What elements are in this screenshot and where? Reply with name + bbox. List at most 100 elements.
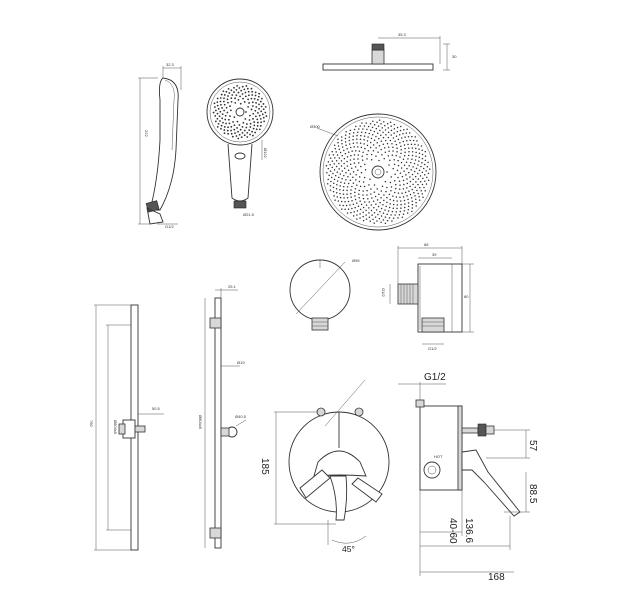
nozzle-dot (331, 160, 334, 162)
nozzle-dot (338, 162, 340, 165)
nozzle-dot (264, 111, 267, 114)
nozzle-dot (421, 183, 424, 186)
nozzle-dot (427, 161, 429, 164)
nozzle-dot (248, 129, 251, 132)
nozzle-dot (259, 117, 262, 120)
nozzle-dot (235, 94, 238, 97)
nozzle-dot (384, 209, 386, 211)
nozzle-dot (247, 90, 250, 93)
nozzle-dot (427, 179, 430, 181)
nozzle-dot (379, 201, 381, 204)
rail-bar-dims-label-left: Ø804x5 (113, 420, 118, 435)
nozzle-dot (249, 126, 252, 128)
nozzle-dot (227, 118, 230, 121)
nozzle-dot (357, 154, 359, 156)
nozzle-dot (380, 221, 382, 224)
nozzle-dot (373, 206, 375, 209)
slide-rail-front-view: 760 Ø804x5 50.5 (89, 304, 164, 551)
nozzle-dot (262, 108, 265, 111)
nozzle-dot (395, 183, 397, 186)
nozzle-dot (225, 90, 228, 93)
nozzle-dot (363, 139, 365, 141)
valve-inlet-label: G1/2 (424, 372, 446, 383)
nozzle-dot (386, 196, 388, 199)
nozzle-dot (358, 189, 360, 192)
nozzle-dot (369, 220, 372, 223)
nozzle-dot (216, 125, 219, 128)
nozzle-dot (241, 131, 244, 134)
nozzle-dot (226, 129, 229, 132)
nozzle-dot (223, 132, 226, 135)
nozzle-dot (230, 100, 233, 103)
nozzle-dot (418, 148, 420, 150)
nozzle-dot (411, 200, 413, 203)
nozzle-dot (352, 215, 355, 217)
nozzle-dot (224, 114, 227, 117)
nozzle-dot (404, 136, 406, 138)
nozzle-dot (386, 213, 388, 215)
nozzle-dot (363, 143, 365, 145)
nozzle-dot (396, 130, 399, 133)
nozzle-dot (348, 132, 351, 135)
nozzle-dot (366, 153, 368, 156)
nozzle-dot (366, 194, 368, 196)
nozzle-dot (404, 191, 407, 194)
nozzle-dot (367, 150, 370, 152)
nozzle-dot (406, 139, 408, 142)
nozzle-dot (216, 112, 219, 115)
nozzle-dot (368, 132, 370, 135)
nozzle-dot (348, 139, 351, 142)
nozzle-dot (411, 158, 413, 160)
nozzle-dot (380, 190, 383, 192)
nozzle-dot (243, 129, 246, 132)
nozzle-dot (238, 133, 241, 136)
nozzle-dot (252, 117, 254, 120)
nozzle-dot (412, 166, 414, 168)
nozzle-dot (408, 171, 410, 174)
nozzle-dot (244, 91, 247, 94)
nozzle-dot (382, 136, 385, 139)
nozzle-dot (415, 198, 417, 200)
overhead-height-label: 30 (452, 54, 457, 59)
nozzle-dot (356, 138, 358, 140)
nozzle-dot (413, 191, 415, 194)
nozzle-dot (415, 155, 417, 157)
nozzle-dot (359, 200, 361, 202)
nozzle-dot (381, 185, 384, 188)
nozzle-dot (354, 191, 356, 194)
nozzle-dot (412, 139, 415, 142)
nozzle-dot (369, 146, 372, 149)
nozzle-dot (329, 163, 331, 166)
nozzle-dot (374, 216, 377, 218)
nozzle-dot (370, 153, 373, 156)
nozzle-dot (378, 137, 380, 140)
nozzle-dot (247, 105, 250, 108)
nozzle-dot (231, 94, 234, 96)
nozzle-dot (339, 196, 342, 199)
nozzle-dot (412, 183, 414, 186)
nozzle-dot (397, 159, 399, 162)
nozzle-dot (422, 167, 425, 170)
nozzle-dot (382, 212, 385, 214)
nozzle-dot (226, 111, 229, 114)
nozzle-dot (403, 210, 406, 212)
nozzle-dot (393, 158, 395, 161)
nozzle-dot (258, 128, 261, 131)
nozzle-dot (370, 159, 373, 161)
rail-bracket-width-label: 25.1 (228, 284, 237, 289)
nozzle-dot (375, 155, 377, 157)
nozzle-dot (387, 146, 390, 148)
nozzle-dot (237, 137, 240, 140)
nozzle-dot (422, 177, 424, 180)
nozzle-dot (252, 112, 255, 115)
nozzle-dot (386, 201, 388, 204)
elbow-thread-label: G1/2 (381, 288, 386, 297)
nozzle-dot (230, 125, 233, 128)
nozzle-dot (369, 122, 372, 125)
nozzle-dot (349, 159, 352, 161)
nozzle-dot (254, 115, 257, 118)
nozzle-dot (397, 217, 399, 219)
nozzle-dot (220, 93, 223, 96)
nozzle-dot (415, 167, 418, 170)
